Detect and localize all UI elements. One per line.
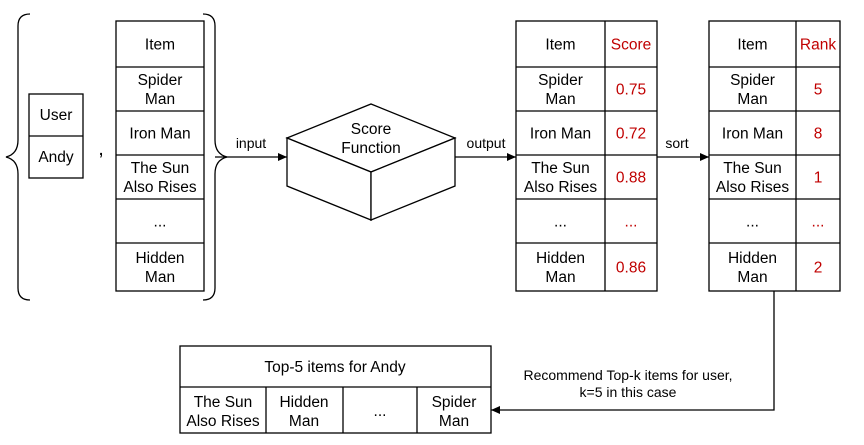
score-table-row-3-item-line-1: The Sun xyxy=(531,160,590,177)
score-function-label-line-2: Function xyxy=(341,140,400,157)
score-table-row-2-item: Iron Man xyxy=(530,126,591,143)
top-k-cell-1-line-2: Also Rises xyxy=(186,413,259,430)
user-table: User Andy xyxy=(28,93,84,179)
score-table-row-3-value: 0.88 xyxy=(616,170,646,187)
rank-table-row-5-item-line-1: Hidden xyxy=(728,250,777,267)
items-table-row-3-line-2: Also Rises xyxy=(123,179,196,196)
rank-table-row-5-value: 2 xyxy=(814,260,823,277)
comma-separator: , xyxy=(98,138,104,160)
items-table-row-4: ... xyxy=(154,214,167,231)
items-table-row-2: Iron Man xyxy=(129,126,190,143)
score-table-row-2-value: 0.72 xyxy=(616,126,646,143)
items-table-row-1-line-1: Spider xyxy=(138,72,183,89)
top-k-cell-1-line-1: The Sun xyxy=(194,394,253,411)
items-table-header: Item xyxy=(145,37,175,54)
rank-table-row-1-value: 5 xyxy=(814,82,823,99)
top-k-cell-2-line-2: Man xyxy=(289,413,319,430)
top-k-cell-3: ... xyxy=(374,403,387,420)
sort-label: sort xyxy=(665,135,688,151)
input-label: input xyxy=(236,135,266,151)
score-table-row-5-item-line-2: Man xyxy=(545,269,575,286)
items-table-row-3-line-1: The Sun xyxy=(131,160,190,177)
recommend-label-line-1: Recommend Top-k items for user, xyxy=(523,367,732,383)
items-table-row-1-line-2: Man xyxy=(145,91,175,108)
score-function-block: Score Function xyxy=(285,103,457,221)
score-table-header-value: Score xyxy=(611,37,652,54)
recommend-label-line-2: k=5 in this case xyxy=(580,384,677,400)
score-table-row-4-item: ... xyxy=(554,214,567,231)
score-table-row-4-value: ... xyxy=(625,214,638,231)
score-table-header-item: Item xyxy=(545,37,575,54)
top-k-table: Top-5 items for Andy The Sun Also Rises … xyxy=(179,345,492,434)
rank-table-row-1-item-line-1: Spider xyxy=(730,72,775,89)
rank-table-row-4-item: ... xyxy=(746,214,759,231)
rank-table-row-3-value: 1 xyxy=(814,170,823,187)
rank-table-row-1-item-line-2: Man xyxy=(737,91,767,108)
items-table-row-5-line-1: Hidden xyxy=(135,250,184,267)
left-curly-brace xyxy=(5,13,31,301)
user-table-header: User xyxy=(40,107,73,124)
rank-table-row-5-item-line-2: Man xyxy=(737,269,767,286)
top-k-cell-2-line-1: Hidden xyxy=(279,394,328,411)
top-k-cell-4-line-1: Spider xyxy=(432,394,477,411)
top-k-cell-4-line-2: Man xyxy=(439,413,469,430)
rank-table-header-value: Rank xyxy=(800,37,836,54)
output-label: output xyxy=(467,135,506,151)
rank-table-header-item: Item xyxy=(737,37,767,54)
rank-table-row-4-value: ... xyxy=(812,214,825,231)
rank-table-row-3-item-line-1: The Sun xyxy=(723,160,782,177)
score-table-row-1-value: 0.75 xyxy=(616,82,646,99)
score-table-row-1-item-line-1: Spider xyxy=(538,72,583,89)
score-function-label-line-1: Score xyxy=(351,121,392,138)
score-table-row-1-item-line-2: Man xyxy=(545,91,575,108)
user-table-value: Andy xyxy=(38,149,74,166)
recommend-arrow xyxy=(491,291,775,414)
rank-table-row-2-item: Iron Man xyxy=(722,126,783,143)
items-table-row-5-line-2: Man xyxy=(145,269,175,286)
rank-table-row-2-value: 8 xyxy=(814,126,823,143)
score-table-row-5-value: 0.86 xyxy=(616,260,646,277)
rank-table-row-3-item-line-2: Also Rises xyxy=(716,179,789,196)
score-table-row-5-item-line-1: Hidden xyxy=(536,250,585,267)
top-k-title: Top-5 items for Andy xyxy=(264,359,406,376)
score-table-row-3-item-line-2: Also Rises xyxy=(524,179,597,196)
